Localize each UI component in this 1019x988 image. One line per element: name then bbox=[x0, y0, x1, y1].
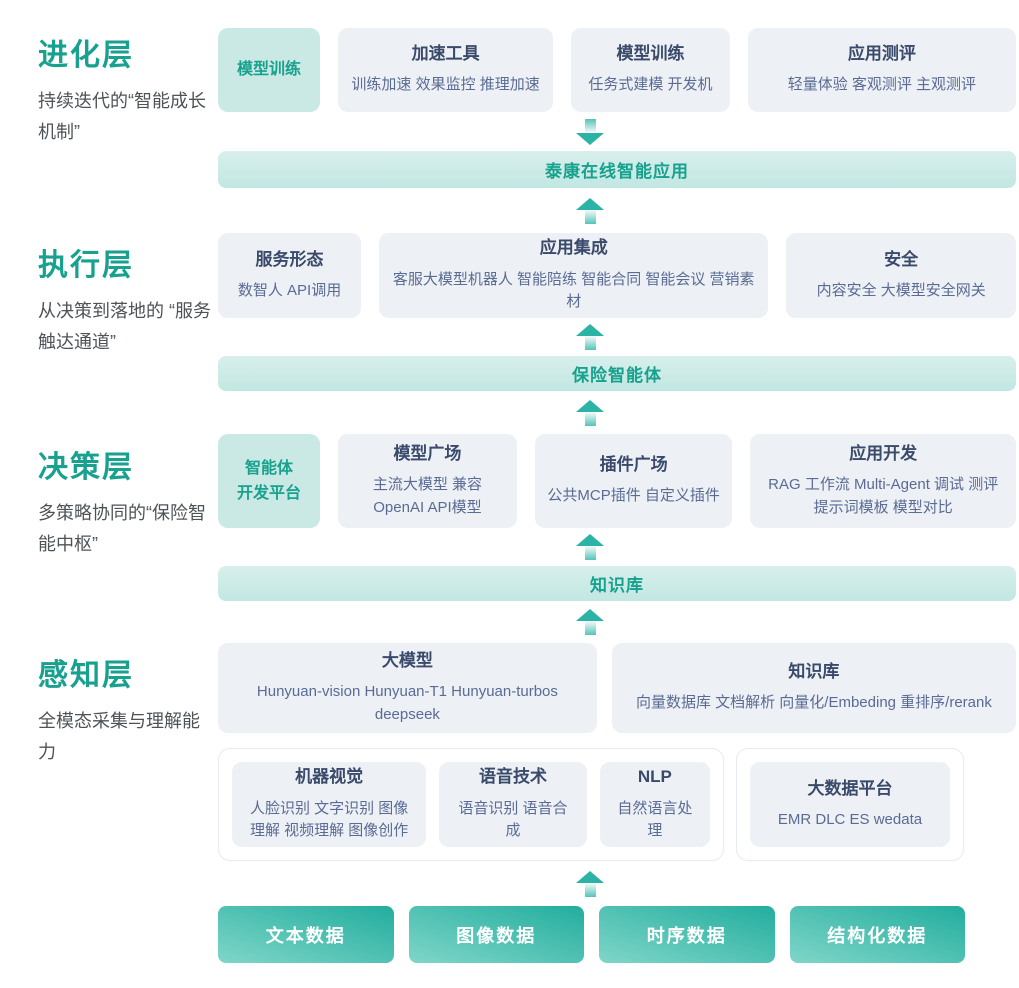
capability-box-computer-vision: 机器视觉 人脸识别 文字识别 图像理解 视频理解 图像创作 bbox=[232, 762, 427, 847]
box-title: 模型广场 bbox=[393, 443, 462, 463]
box-title: 模型训练 bbox=[616, 44, 685, 64]
evolution-row: 模型训练 加速工具 训练加速 效果监控 推理加速 模型训练 任务式建模 开发机 … bbox=[218, 28, 1016, 112]
layer-title-perception: 感知层 bbox=[38, 659, 134, 692]
box-items: EMR DLC ES wedata bbox=[777, 810, 923, 828]
box-title: 应用集成 bbox=[539, 238, 608, 258]
group-big-data: 大数据平台 EMR DLC ES wedata bbox=[736, 748, 964, 861]
box-title: 模型训练 bbox=[236, 61, 301, 79]
banner-label: 保险智能体 bbox=[572, 366, 662, 385]
layer-title-execution: 执行层 bbox=[38, 249, 134, 282]
box-items: 人脸识别 文字识别 图像理解 视频理解 图像创作 bbox=[249, 799, 409, 840]
capability-box-agent-dev-platform: 智能体 开发平台 bbox=[218, 434, 320, 528]
box-items: 轻量体验 客观测评 主观测评 bbox=[787, 76, 977, 94]
spacer bbox=[218, 733, 1016, 748]
capability-box-plugin-square: 插件广场 公共MCP插件 自定义插件 bbox=[534, 434, 733, 528]
flow-up-arrow-icon bbox=[576, 534, 604, 560]
capability-box-model-training-platform: 模型训练 bbox=[218, 28, 320, 112]
banner-label: 泰康在线智能应用 bbox=[545, 162, 689, 181]
box-title: 语音技术 bbox=[478, 767, 547, 787]
capability-box-model-square: 模型广场 主流大模型 兼容OpenAI API模型 bbox=[338, 434, 517, 528]
box-title: 安全 bbox=[884, 249, 919, 269]
data-source-timeseries: 时序数据 bbox=[599, 906, 775, 963]
capability-box-security: 安全 内容安全 大模型安全网关 bbox=[786, 233, 1016, 318]
box-items: 向量数据库 文档解析 向量化/Embeding 重排序/rerank bbox=[635, 694, 992, 712]
capability-box-big-data-platform: 大数据平台 EMR DLC ES wedata bbox=[750, 762, 950, 847]
execution-row: 服务形态 数智人 API调用 应用集成 客服大模型机器人 智能陪练 智能合同 智… bbox=[218, 233, 1016, 318]
capability-box-large-models: 大模型 Hunyuan-vision Hunyuan-T1 Hunyuan-tu… bbox=[218, 643, 597, 733]
flow-zone bbox=[218, 528, 1016, 566]
box-items: 自然语言处理 bbox=[617, 799, 693, 840]
box-items: 主流大模型 兼容OpenAI API模型 bbox=[372, 476, 483, 516]
box-items: 公共MCP插件 自定义插件 bbox=[547, 487, 720, 505]
layer-subtitle-decision: 多策略协同的“保险智能中枢” bbox=[38, 503, 206, 554]
data-source-label: 结构化数据 bbox=[827, 925, 928, 946]
decision-row: 智能体 开发平台 模型广场 主流大模型 兼容OpenAI API模型 插件广场 … bbox=[218, 434, 1016, 528]
capability-box-speech-tech: 语音技术 语音识别 语音合成 bbox=[439, 762, 587, 847]
flow-zone bbox=[218, 318, 1016, 356]
diagram-content: 模型训练 加速工具 训练加速 效果监控 推理加速 模型训练 任务式建模 开发机 … bbox=[218, 28, 1016, 963]
perception-row-1: 大模型 Hunyuan-vision Hunyuan-T1 Hunyuan-tu… bbox=[218, 643, 1016, 733]
layer-label-decision: 决策层 多策略协同的“保险智能中枢” bbox=[38, 442, 216, 559]
capability-box-service-forms: 服务形态 数智人 API调用 bbox=[218, 233, 362, 318]
box-items: 客服大模型机器人 智能陪练 智能合同 智能会议 营销素材 bbox=[392, 270, 755, 311]
flow-zone bbox=[218, 861, 1016, 906]
box-items: Hunyuan-vision Hunyuan-T1 Hunyuan-turbos… bbox=[256, 683, 558, 723]
layer-title-evolution: 进化层 bbox=[38, 39, 134, 72]
capability-box-app-development: 应用开发 RAG 工作流 Multi-Agent 调试 测评 提示词模板 模型对… bbox=[750, 434, 1016, 528]
flow-down-arrow-icon bbox=[576, 118, 604, 145]
layer-subtitle-perception: 全模态采集与理解能力 bbox=[38, 711, 200, 762]
layer-title-decision: 决策层 bbox=[38, 451, 134, 484]
box-title: 机器视觉 bbox=[295, 767, 364, 787]
box-title: 智能体 开发平台 bbox=[236, 459, 301, 502]
data-source-label: 图像数据 bbox=[456, 925, 537, 946]
box-title: 大数据平台 bbox=[807, 778, 893, 798]
data-source-image: 图像数据 bbox=[408, 906, 584, 963]
flow-zone bbox=[218, 391, 1016, 434]
layer-label-execution: 执行层 从决策到落地的 “服务触达通道” bbox=[38, 240, 216, 357]
capability-box-knowledge-base: 知识库 向量数据库 文档解析 向量化/Embeding 重排序/rerank bbox=[611, 643, 1016, 733]
layer-subtitle-execution: 从决策到落地的 “服务触达通道” bbox=[38, 301, 211, 352]
capability-box-model-training: 模型训练 任务式建模 开发机 bbox=[571, 28, 730, 112]
box-title: 大模型 bbox=[381, 650, 433, 670]
flow-up-arrow-icon bbox=[576, 324, 604, 350]
data-source-structured: 结构化数据 bbox=[789, 906, 965, 963]
flow-up-arrow-icon bbox=[576, 197, 604, 224]
box-items: RAG 工作流 Multi-Agent 调试 测评 提示词模板 模型对比 bbox=[768, 476, 999, 516]
capability-box-nlp: NLP 自然语言处理 bbox=[599, 762, 710, 847]
capability-box-app-integration: 应用集成 客服大模型机器人 智能陪练 智能合同 智能会议 营销素材 bbox=[379, 233, 769, 318]
capability-box-app-evaluation: 应用测评 轻量体验 客观测评 主观测评 bbox=[747, 28, 1016, 112]
data-sources-row: 文本数据 图像数据 时序数据 结构化数据 bbox=[218, 906, 965, 963]
box-items: 语音识别 语音合成 bbox=[458, 799, 568, 840]
capability-box-acceleration-tools: 加速工具 训练加速 效果监控 推理加速 bbox=[338, 28, 554, 112]
flow-up-arrow-icon bbox=[576, 609, 604, 635]
box-items: 训练加速 效果监控 推理加速 bbox=[351, 76, 540, 94]
flow-zone bbox=[218, 188, 1016, 233]
box-items: 任务式建模 开发机 bbox=[588, 76, 713, 94]
flow-zone bbox=[218, 112, 1016, 151]
flow-up-arrow-icon bbox=[576, 870, 604, 897]
layer-label-evolution: 进化层 持续迭代的“智能成长机制” bbox=[38, 30, 216, 147]
perception-row-2: 机器视觉 人脸识别 文字识别 图像理解 视频理解 图像创作 语音技术 语音识别 … bbox=[218, 748, 1016, 861]
layer-label-perception: 感知层 全模态采集与理解能力 bbox=[38, 650, 216, 767]
box-title: 加速工具 bbox=[411, 44, 480, 64]
data-source-label: 时序数据 bbox=[646, 925, 727, 946]
flow-zone bbox=[218, 601, 1016, 643]
banner-taikang-app: 泰康在线智能应用 bbox=[218, 151, 1016, 188]
box-title: 应用开发 bbox=[849, 443, 918, 463]
box-title: 应用测评 bbox=[847, 44, 916, 64]
box-title: 服务形态 bbox=[255, 249, 324, 269]
group-ai-perception: 机器视觉 人脸识别 文字识别 图像理解 视频理解 图像创作 语音技术 语音识别 … bbox=[218, 748, 724, 861]
box-title: NLP bbox=[637, 767, 672, 787]
box-items: 数智人 API调用 bbox=[237, 281, 342, 299]
box-title: 插件广场 bbox=[599, 455, 668, 475]
banner-insurance-agent: 保险智能体 bbox=[218, 356, 1016, 391]
data-source-text: 文本数据 bbox=[218, 906, 394, 963]
banner-label: 知识库 bbox=[590, 576, 644, 595]
flow-up-arrow-icon bbox=[576, 399, 604, 426]
layer-subtitle-evolution: 持续迭代的“智能成长机制” bbox=[38, 91, 206, 142]
box-items: 内容安全 大模型安全网关 bbox=[816, 281, 986, 299]
banner-knowledge-base: 知识库 bbox=[218, 566, 1016, 601]
box-title: 知识库 bbox=[788, 662, 840, 682]
data-source-label: 文本数据 bbox=[265, 925, 346, 946]
